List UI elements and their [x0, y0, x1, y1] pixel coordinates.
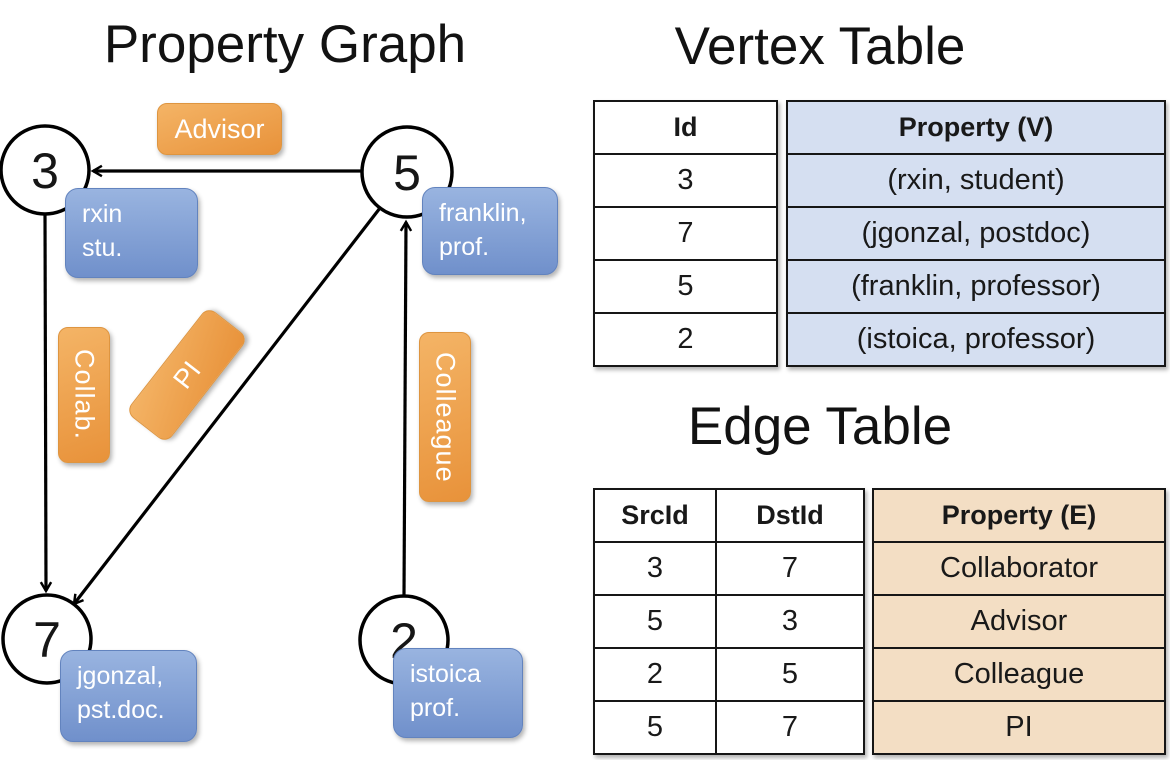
node-7-property-line2: pst.doc.	[77, 696, 165, 724]
vertex-id-cell: 5	[595, 259, 776, 312]
edge-dst-cell: 3	[715, 596, 863, 647]
node-7-property-label: jgonzal, pst.doc.	[60, 650, 197, 742]
edge-label-colleague: Colleague	[419, 332, 471, 502]
edge-table-property-column: Property (E) Collaborator Advisor Collea…	[872, 488, 1166, 755]
edge-label-advisor: Advisor	[157, 103, 282, 155]
edge-property-cell: Collaborator	[874, 541, 1164, 594]
vertex-property-cell: (istoica, professor)	[788, 312, 1164, 365]
node-5-id: 5	[393, 145, 421, 201]
vertex-property-cell: (franklin, professor)	[788, 259, 1164, 312]
edge-table-srcid-header: SrcId	[621, 500, 689, 530]
edge-table-row: 2 5	[595, 647, 863, 700]
edge-src-cell: 2	[646, 658, 664, 690]
edge-table-dstid-header: DstId	[715, 490, 863, 541]
node-5-property-line1: franklin,	[439, 199, 527, 227]
edge-dst-cell: 7	[715, 543, 863, 594]
vertex-id-cell: 3	[595, 153, 776, 206]
edge-src-cell: 5	[646, 605, 664, 637]
node-2-property-line1: istoica	[410, 660, 481, 688]
edge-label-colleague-text: Colleague	[430, 351, 461, 483]
node-2-property-label: istoica prof.	[393, 648, 523, 738]
edge-label-collab-text: Collab.	[69, 349, 100, 441]
vertex-table-property-column: Property (V) (rxin, student) (jgonzal, p…	[786, 100, 1166, 367]
node-7-property-line1: jgonzal,	[77, 662, 164, 690]
edge-table-header-row: SrcId DstId	[595, 490, 863, 541]
edge-src-cell: 5	[646, 711, 664, 743]
edge-table-title: Edge Table	[687, 397, 953, 456]
edge-label-advisor-text: Advisor	[174, 113, 265, 144]
edge-table-row: 5 3	[595, 594, 863, 647]
vertex-property-cell: (rxin, student)	[788, 153, 1164, 206]
edge-property-cell: Colleague	[874, 647, 1164, 700]
edge-dst-cell: 7	[715, 702, 863, 753]
node-2-property-line2: prof.	[410, 694, 461, 722]
edge-pi-5-to-7	[72, 207, 382, 606]
vertex-id-cell: 7	[595, 206, 776, 259]
vertex-table-id-header: Id	[673, 112, 698, 142]
edge-table-property-header: Property (E)	[874, 490, 1164, 541]
edge-label-pi-text: PI	[166, 355, 207, 394]
edge-dst-cell: 5	[715, 649, 863, 700]
node-5-property-label: franklin, prof.	[422, 187, 558, 275]
edge-table-row: 5 7	[595, 700, 863, 753]
edge-table-row: 3 7	[595, 541, 863, 594]
node-3-property-line1: rxin	[82, 200, 123, 228]
vertex-table-property-header: Property (V)	[788, 102, 1164, 153]
node-7-id: 7	[33, 612, 61, 668]
vertex-table-title: Vertex Table	[674, 17, 966, 76]
edge-table-id-columns: SrcId DstId 3 7 5 3 2 5 5 7	[593, 488, 865, 755]
node-5-property-line2: prof.	[439, 233, 490, 261]
edge-property-cell: Advisor	[874, 594, 1164, 647]
edge-property-cell: PI	[874, 700, 1164, 753]
edge-collab-3-to-7	[39, 213, 53, 594]
vertex-id-cell: 2	[595, 312, 776, 365]
node-3-id: 3	[31, 143, 59, 199]
node-3-property-label: rxin stu.	[65, 188, 198, 278]
edge-colleague-2-to-5	[399, 219, 413, 597]
vertex-table-id-column: Id 3 7 5 2	[593, 100, 778, 367]
edge-src-cell: 3	[646, 552, 664, 584]
vertex-property-cell: (jgonzal, postdoc)	[788, 206, 1164, 259]
property-graph-title: Property Graph	[103, 15, 467, 74]
node-3-property-line2: stu.	[82, 234, 123, 262]
edge-label-collab: Collab.	[58, 327, 110, 463]
